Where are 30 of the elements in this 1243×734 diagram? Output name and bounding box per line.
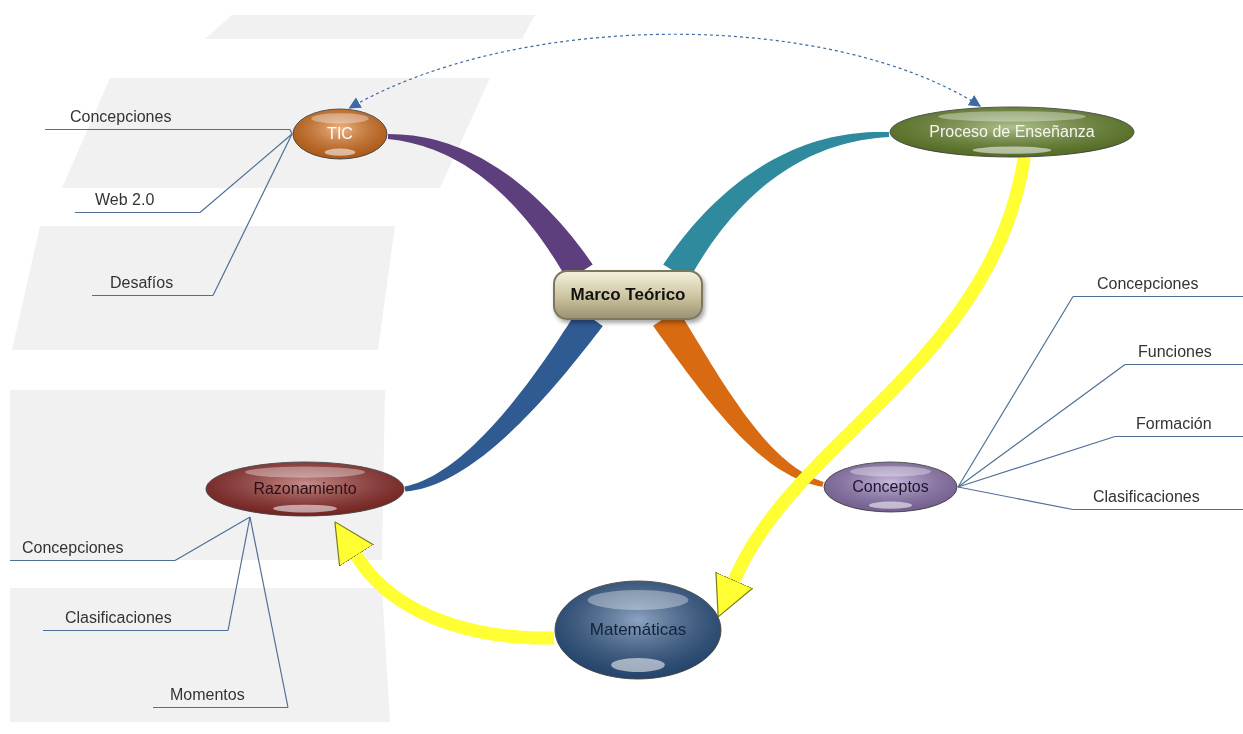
underlined-label: Concepciones <box>10 527 175 561</box>
topic-label: Marco Teórico <box>569 285 687 305</box>
leader-line <box>174 516 251 562</box>
curved-block-arrow <box>334 521 557 645</box>
underlined-label: Clasificaciones <box>1073 476 1243 510</box>
underlined-label: Web 2.0 <box>75 181 200 213</box>
topic-label: Proceso de Enseñanza <box>928 123 1096 141</box>
leader-line <box>227 516 251 632</box>
underlined-label: Desafíos <box>92 263 213 296</box>
underlined-label: Momentos <box>153 675 288 708</box>
dashed-arrow <box>348 33 982 109</box>
topic-label: TIC <box>326 125 354 143</box>
leader-line <box>957 486 1074 511</box>
underlined-label: Funciones <box>1125 332 1243 365</box>
underlined-label: Concepciones <box>45 98 290 130</box>
leader-line <box>957 363 1126 488</box>
central-topic-box <box>553 270 703 320</box>
curved-block-arrow <box>715 155 1031 618</box>
topic-label: Razonamiento <box>252 480 358 498</box>
leader-line <box>212 133 293 297</box>
underlined-label: Concepciones <box>1073 263 1243 297</box>
leader-line <box>199 133 293 214</box>
topic-label: Conceptos <box>851 478 930 496</box>
leader-line <box>289 128 293 135</box>
leader-line <box>957 435 1116 488</box>
leader-line <box>249 516 289 709</box>
topic-label: Matemáticas <box>588 620 688 640</box>
leader-line <box>957 295 1074 488</box>
underlined-label: Formación <box>1115 404 1243 437</box>
underlined-label: Clasificaciones <box>43 596 228 631</box>
